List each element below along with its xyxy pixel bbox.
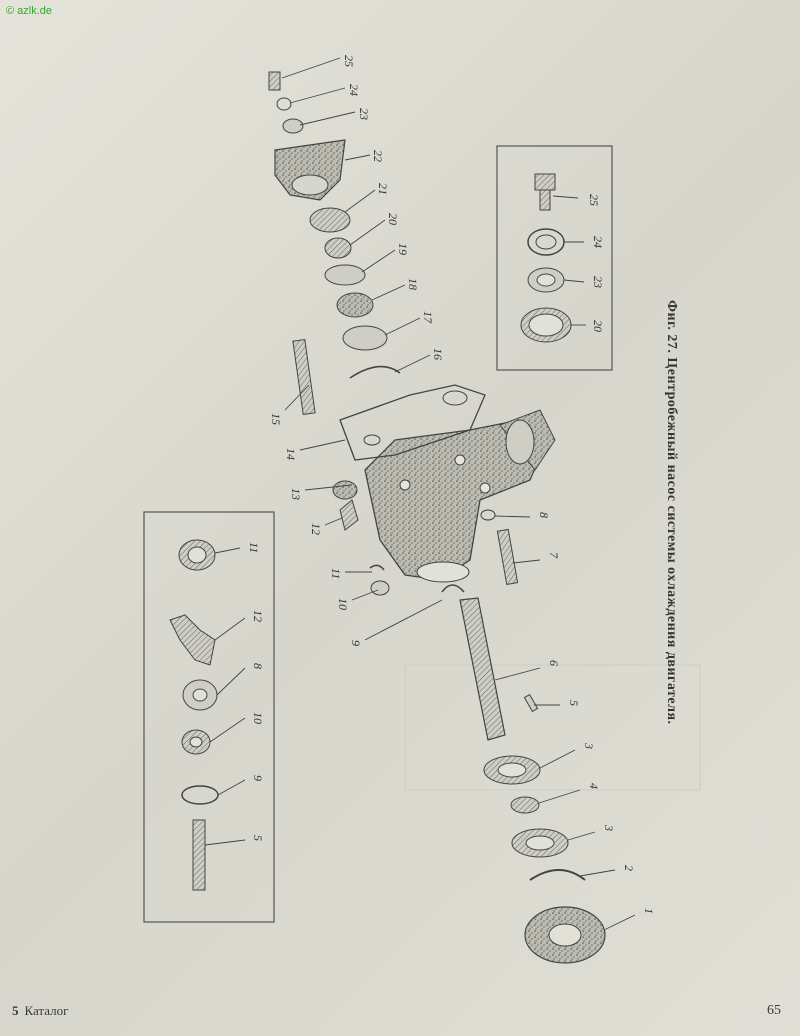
label-8: 8	[537, 512, 551, 518]
gasket	[339, 384, 486, 461]
label-14: 14	[284, 448, 298, 460]
spacer-4	[510, 796, 540, 814]
watermark-text: © azlk.de	[6, 5, 53, 17]
part-19	[324, 264, 366, 286]
footer-left: 5 Каталог	[12, 1003, 68, 1019]
figure-caption: Фиг. 27. Центробежный насос системы охла…	[664, 300, 679, 725]
pulley-hub-1	[524, 906, 606, 964]
label-3b: 3	[602, 824, 616, 831]
label-3a: 3	[582, 742, 596, 749]
label-23: 23	[357, 108, 371, 120]
label-9: 9	[349, 640, 363, 646]
label-19: 19	[396, 243, 410, 255]
inset-right-label-25: 25	[587, 194, 601, 206]
inset-right-label-20: 20	[591, 320, 605, 332]
inset-left-label-12: 12	[251, 610, 265, 622]
grease-fitting-12	[339, 499, 359, 531]
bearing-21	[309, 207, 351, 233]
inset-left-label-11: 11	[247, 542, 261, 553]
shaft-6	[459, 597, 506, 741]
label-20: 20	[386, 213, 400, 225]
part-13	[332, 480, 358, 500]
bolt-7	[496, 528, 519, 586]
inset-right-label-23: 23	[591, 276, 605, 288]
stud	[292, 338, 316, 416]
snap-ring-16	[349, 365, 401, 379]
inset-box-right	[496, 145, 613, 371]
label-17: 17	[421, 311, 435, 324]
inset-left-parts	[169, 539, 219, 891]
part-labels-main: 25 24 23 22 21 20 19 18 17 16 15 14 13 1…	[269, 55, 656, 914]
bearing-lower	[511, 828, 569, 858]
label-12: 12	[309, 523, 323, 535]
part-labels-inset-left: 11 12 8 10 9 5	[247, 542, 265, 841]
washer-8	[480, 509, 496, 521]
label-15: 15	[269, 413, 283, 425]
part-18	[336, 292, 374, 318]
label-7: 7	[547, 552, 561, 559]
snap-ring-2	[529, 869, 586, 881]
label-24: 24	[347, 84, 361, 96]
label-13: 13	[289, 488, 303, 500]
footer-page-prefix: 5	[12, 1003, 19, 1018]
lock-washer-24	[276, 97, 292, 111]
nut-10	[370, 580, 390, 596]
inset-left-label-8: 8	[251, 663, 265, 669]
label-11: 11	[329, 568, 343, 579]
label-5: 5	[567, 700, 581, 706]
inset-box-left	[143, 511, 275, 923]
label-16: 16	[431, 348, 445, 360]
label-1: 1	[642, 908, 656, 914]
inset-right-parts	[520, 173, 572, 343]
inset-right-label-24: 24	[591, 236, 605, 248]
part-20	[324, 237, 352, 259]
part-labels-inset-right: 25 24 23 20	[587, 194, 605, 332]
footer-section: Каталог	[24, 1003, 69, 1018]
key-5	[523, 693, 539, 713]
bolt-25	[268, 71, 281, 91]
page-number: 65	[767, 1003, 781, 1018]
label-25: 25	[342, 55, 356, 67]
bearing-upper	[483, 755, 541, 785]
inset-left-label-10: 10	[251, 712, 265, 724]
label-6: 6	[547, 660, 561, 666]
label-18: 18	[406, 278, 420, 290]
washer-23	[282, 118, 304, 134]
inset-left-label-5: 5	[251, 835, 265, 841]
label-2: 2	[622, 865, 636, 871]
ring-11	[369, 564, 385, 571]
inset-left-label-9: 9	[251, 775, 265, 781]
snap-ring-9	[441, 584, 465, 593]
label-10: 10	[336, 598, 350, 610]
label-21: 21	[376, 183, 390, 195]
leader-lines	[204, 57, 636, 931]
seal-17	[342, 325, 388, 351]
label-4: 4	[587, 783, 601, 789]
label-22: 22	[371, 150, 385, 162]
pump-body	[364, 409, 556, 583]
